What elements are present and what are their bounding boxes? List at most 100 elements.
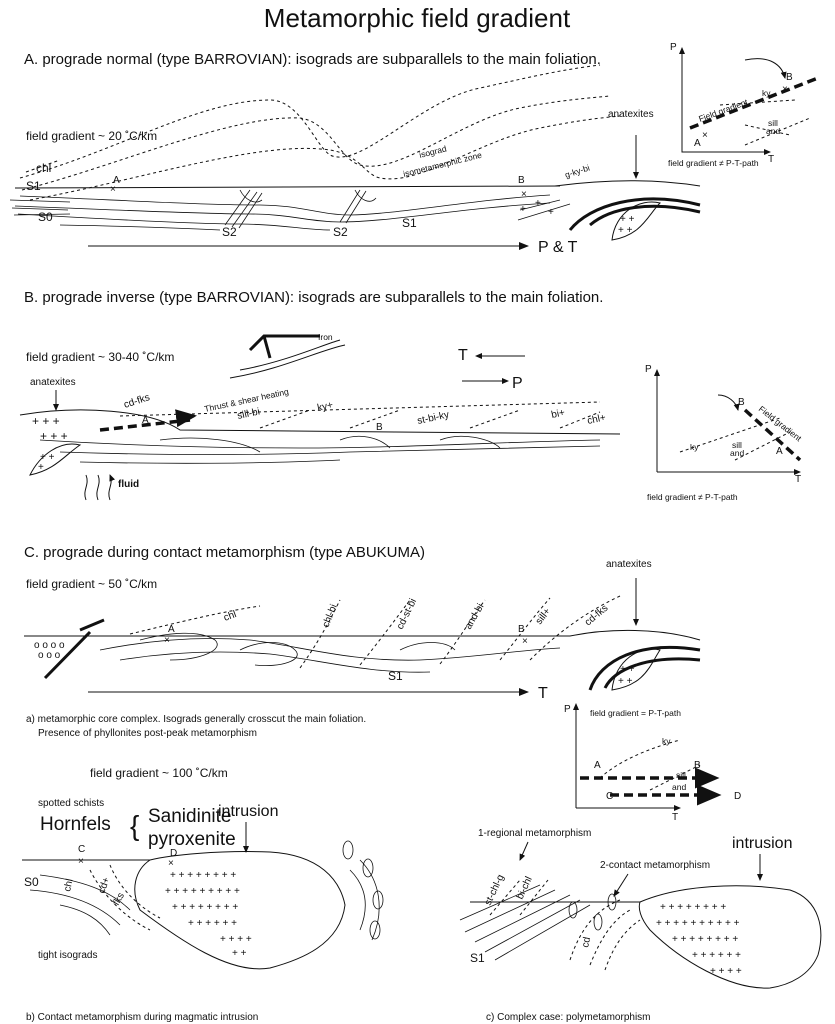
label-point-a-b: A xyxy=(142,415,149,426)
label-anatexites-a: anatexites xyxy=(608,109,654,120)
section-c-poly: 1-regional metamorphism 2-contact metamo… xyxy=(460,828,821,1023)
svg-text:+: + xyxy=(38,462,44,473)
label-t-b: T xyxy=(458,347,468,364)
inset-a-field-gradient: Field gradient xyxy=(697,97,749,124)
label-sill-plus: sill+ xyxy=(534,606,554,627)
label-ky-plus: ky+ xyxy=(316,400,334,414)
label-s0: S0 xyxy=(38,210,53,224)
label-chl-contact: chl xyxy=(62,878,75,893)
svg-text:×: × xyxy=(521,189,527,200)
label-point-c-contact: C xyxy=(78,844,85,855)
svg-text:+ + +: + + + xyxy=(40,429,68,443)
svg-text:{: { xyxy=(130,810,139,841)
svg-text:+ + + + + + + +: + + + + + + + + xyxy=(672,934,738,945)
svg-text:×: × xyxy=(168,858,174,869)
label-anatexites-c: anatexites xyxy=(606,559,652,570)
inset-b-field-gradient: Field gradient xyxy=(757,404,804,444)
inset-a-and: and xyxy=(766,126,780,136)
inset-a-caption: field gradient ≠ P-T-path xyxy=(668,158,759,168)
label-chl-c: chl xyxy=(222,609,238,624)
label-iron: Iron xyxy=(318,332,333,342)
inset-b-point-b: B xyxy=(738,397,745,408)
inset-b-point-a: A xyxy=(776,446,783,457)
inset-c-point-a: A xyxy=(594,760,601,771)
label-s1-poly: S1 xyxy=(470,951,485,965)
inset-b-and: and xyxy=(730,448,744,458)
svg-text:×: × xyxy=(522,636,528,647)
svg-text:+ +: + + xyxy=(618,676,633,687)
svg-text:+ + + + + + + + +: + + + + + + + + + xyxy=(165,886,240,897)
caption-c: c) Complex case: polymetamorphism xyxy=(486,1012,651,1023)
inset-a-point-a: A xyxy=(694,138,701,149)
svg-text:+: + xyxy=(520,204,526,215)
svg-text:+ +: + + xyxy=(618,225,633,236)
label-point-b-b: B xyxy=(376,422,383,433)
svg-text:+ + + + + + + +: + + + + + + + + xyxy=(172,902,238,913)
section-a: A. prograde normal (type BARROVIAN): iso… xyxy=(10,42,818,256)
label-point-a-c: A xyxy=(168,624,175,635)
label-cd-poly: cd xyxy=(580,936,593,949)
label-isograd: isograd xyxy=(418,143,448,160)
inset-b-p: P xyxy=(645,364,652,375)
inset-c-caption: field gradient = P-T-path xyxy=(590,708,681,718)
inset-c-ky: ky xyxy=(662,736,671,746)
svg-text:×: × xyxy=(702,130,708,141)
label-contact: 2-contact metamorphism xyxy=(600,860,710,871)
svg-text:o o o: o o o xyxy=(38,650,61,661)
label-cd-fks-b: cd-fks xyxy=(123,392,152,411)
label-anatexites-b: anatexites xyxy=(30,377,76,388)
svg-text:+ + +: + + + xyxy=(32,414,60,428)
svg-text:+ + + + + +: + + + + + + xyxy=(188,918,237,929)
label-tight-isograds: tight isograds xyxy=(38,950,97,961)
label-p-and-t: P & T xyxy=(538,239,578,256)
label-fluid: fluid xyxy=(118,479,139,490)
inset-c-point-c: C xyxy=(606,791,613,802)
svg-text:×: × xyxy=(782,84,788,95)
figure-title: Metamorphic field gradient xyxy=(264,3,571,33)
inset-b-t: T xyxy=(795,474,801,485)
label-p-b: P xyxy=(512,375,523,392)
label-sill-bi: sill-bi xyxy=(236,406,261,421)
section-b-gradient: field gradient ~ 30-40 ˚C/km xyxy=(26,350,174,364)
label-g-ky-bi: g-ky-bi xyxy=(564,162,591,179)
label-pyroxenite: pyroxenite xyxy=(148,829,236,850)
svg-text:+ + + + + + + + + +: + + + + + + + + + + xyxy=(656,918,740,929)
inset-c-and: and xyxy=(672,782,686,792)
section-a-heading: A. prograde normal (type BARROVIAN): iso… xyxy=(24,51,601,68)
label-point-b: B xyxy=(518,175,525,186)
label-st-bi-ky: st-bi-ky xyxy=(416,409,450,426)
label-chl-bi: chl-bi xyxy=(321,603,340,629)
inset-c-p: P xyxy=(564,704,571,715)
label-intrusion-b: intrusion xyxy=(218,803,278,820)
label-point-b-c: B xyxy=(518,624,525,635)
inset-a-ky: ky xyxy=(762,88,771,98)
label-s1-mid: S1 xyxy=(402,216,417,230)
svg-text:+ + + + + + + +: + + + + + + + + xyxy=(660,902,726,913)
label-s1-left: S1 xyxy=(26,179,41,193)
label-chl: chl xyxy=(36,161,51,175)
label-and-bi: and-bi xyxy=(463,602,486,632)
svg-text:×: × xyxy=(164,635,170,646)
section-c-gradient: field gradient ~ 50 ˚C/km xyxy=(26,577,157,591)
note-a-line-2: Presence of phyllonites post-peak metamo… xyxy=(38,728,257,739)
svg-text:+ +: + + xyxy=(620,214,635,225)
svg-text:×: × xyxy=(78,856,84,867)
label-cd-st-bi: cd-st-bi xyxy=(395,597,419,631)
section-c-heading: C. prograde during contact metamorphism … xyxy=(24,544,425,561)
svg-text:+: + xyxy=(535,198,541,209)
section-c: C. prograde during contact metamorphism … xyxy=(24,544,741,823)
inset-c-point-d: D xyxy=(734,791,741,802)
label-s0-contact: S0 xyxy=(24,875,39,889)
inset-a-t: T xyxy=(768,154,774,165)
label-s2-mid: S2 xyxy=(333,225,348,239)
label-bi-plus: bi+ xyxy=(550,407,566,421)
label-intrusion-c: intrusion xyxy=(732,835,792,852)
label-regional: 1-regional metamorphism xyxy=(478,828,591,839)
svg-text:+ +: + + xyxy=(620,664,635,675)
svg-text:+ + + +: + + + + xyxy=(220,934,252,945)
label-t-c: T xyxy=(538,685,548,702)
label-s1-c: S1 xyxy=(388,669,403,683)
label-hornfels: Hornfels xyxy=(40,814,111,835)
label-cd-contact: cd+ xyxy=(96,876,112,895)
